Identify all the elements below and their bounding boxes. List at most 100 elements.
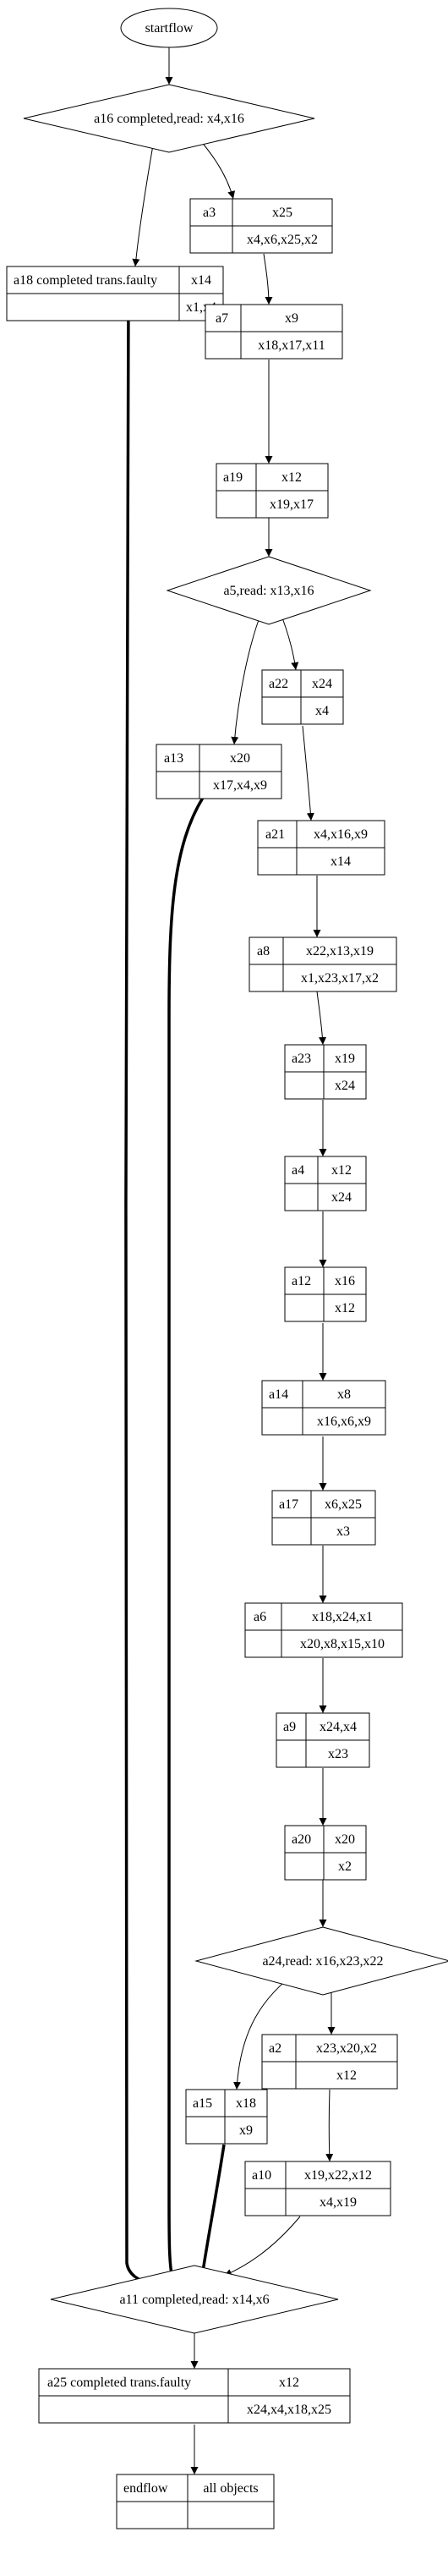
action-reads: x24 <box>335 1079 355 1093</box>
edge-a13-d4 <box>167 797 205 2283</box>
decision-diamond <box>194 1926 448 1996</box>
edge-a22-a21 <box>302 725 314 821</box>
decision-label: a16 completed,read: x4,x16 <box>94 112 244 126</box>
action-name: a12 <box>292 1274 311 1288</box>
action-name: a9 <box>283 1720 296 1734</box>
edge-d2-a13 <box>231 610 263 745</box>
action-reads: x16,x6,x9 <box>317 1414 371 1429</box>
action-writes: x18 <box>236 2096 256 2111</box>
action-name: a21 <box>265 827 285 842</box>
action-name: a25 completed trans.faulty <box>47 2376 191 2390</box>
start-node: startflow <box>120 8 218 48</box>
start-ellipse <box>120 8 218 48</box>
action-writes: x24 <box>312 677 332 691</box>
action-name: a8 <box>257 944 270 958</box>
action-reads: x2 <box>338 1859 352 1874</box>
action-a17: a17 x6,x25 x3 <box>271 1490 376 1546</box>
action-a9: a9 x24,x4 x23 <box>276 1712 370 1768</box>
end-label: endflow <box>123 2481 168 2496</box>
action-writes: x25 <box>272 206 292 220</box>
action-a3: a3 x25 x4,x6,x25,x2 <box>189 198 333 254</box>
action-writes: x14 <box>191 273 211 288</box>
edge-a15-d4 <box>198 2144 226 2283</box>
action-name: a7 <box>216 311 228 326</box>
action-reads: x23 <box>328 1747 348 1761</box>
action-a15: a15 x18 x9 <box>185 2089 268 2145</box>
action-writes: x24,x4 <box>320 1720 357 1734</box>
action-reads: x12 <box>335 1301 355 1315</box>
action-name: a13 <box>164 751 183 766</box>
decision-d3: a24,read: x16,x23,x22 <box>194 1926 448 1996</box>
action-a2: a2 x23,x20,x2 x12 <box>261 2034 398 2090</box>
action-reads: x17,x4,x9 <box>213 778 267 793</box>
decision-label: a24,read: x16,x23,x22 <box>262 1954 383 1969</box>
action-a22: a22 x24 x4 <box>261 669 344 725</box>
action-writes: x12 <box>281 470 302 485</box>
action-writes: x19,x22,x12 <box>304 2168 372 2183</box>
action-a23: a23 x19 x24 <box>284 1044 367 1100</box>
action-writes: x8 <box>337 1387 351 1402</box>
decision-label: a11 completed,read: x14,x6 <box>119 2293 269 2307</box>
action-a18: a18 completed trans.faulty x14 x1,x4 <box>6 266 224 321</box>
end-info: all objects <box>203 2481 258 2496</box>
edge-a2-a10 <box>325 2089 334 2162</box>
action-name: a18 completed trans.faulty <box>14 273 157 288</box>
action-a14: a14 x8 x16,x6,x9 <box>261 1380 386 1436</box>
start-label: startflow <box>145 21 194 36</box>
edge-d1-a18 <box>132 135 156 267</box>
edge-a18-d4 <box>123 291 153 2288</box>
action-name: a19 <box>223 470 243 485</box>
action-a10: a10 x19,x22,x12 x4,x19 <box>244 2161 391 2216</box>
action-writes: x19 <box>335 1052 355 1066</box>
edges <box>123 47 336 2474</box>
action-writes: x12 <box>331 1163 352 1178</box>
action-a21: a21 x4,x16,x9 x14 <box>257 820 385 876</box>
action-name: a22 <box>269 677 288 691</box>
action-reads: x19,x17 <box>270 497 314 512</box>
action-a19: a19 x12 x19,x17 <box>216 463 329 519</box>
edge-a8-a23 <box>316 991 327 1046</box>
edge-a10-d4 <box>223 2216 301 2277</box>
action-a8: a8 x22,x13,x19 x1,x23,x17,x2 <box>249 936 397 992</box>
action-name: a20 <box>292 1832 311 1847</box>
decision-diamond <box>166 556 372 625</box>
action-reads: x12 <box>336 2068 357 2083</box>
end-node: endflow all objects <box>116 2474 275 2529</box>
edge-a3-a7 <box>263 253 273 305</box>
decision-d2: a5,read: x13,x16 <box>166 556 372 625</box>
action-writes: x20 <box>335 1832 355 1847</box>
action-name: a10 <box>252 2168 271 2183</box>
action-a6: a6 x18,x24,x1 x20,x8,x15,x10 <box>244 1602 403 1658</box>
action-a12: a12 x16 x12 <box>284 1266 367 1322</box>
decision-diamond <box>50 2265 339 2334</box>
action-reads: x4,x6,x25,x2 <box>247 233 318 247</box>
action-reads: x3 <box>336 1524 350 1539</box>
action-a25: a25 completed trans.faulty x12 x24,x4,x1… <box>38 2368 351 2424</box>
action-writes: x9 <box>285 311 298 326</box>
action-reads: x24,x4,x18,x25 <box>247 2403 331 2417</box>
action-writes: x16 <box>335 1274 355 1288</box>
action-name: a15 <box>193 2096 212 2111</box>
action-name: a14 <box>269 1387 288 1402</box>
action-reads: x4,x19 <box>320 2195 357 2210</box>
action-name: a23 <box>292 1052 311 1066</box>
action-name: a2 <box>269 2041 281 2056</box>
action-writes: x6,x25 <box>325 1497 362 1512</box>
action-name: a4 <box>292 1163 304 1178</box>
action-writes: x20 <box>230 751 250 766</box>
action-a13: a13 x20 x17,x4,x9 <box>156 744 282 799</box>
decision-diamond <box>23 84 315 153</box>
decision-label: a5,read: x13,x16 <box>223 584 314 598</box>
action-name: a6 <box>254 1610 266 1624</box>
action-reads: x18,x17,x11 <box>258 338 325 353</box>
action-name: a3 <box>203 206 216 220</box>
action-reads: x20,x8,x15,x10 <box>300 1637 385 1651</box>
action-writes: x4,x16,x9 <box>314 827 368 842</box>
decision-d1: a16 completed,read: x4,x16 <box>23 84 315 153</box>
action-a7: a7 x9 x18,x17,x11 <box>205 304 343 360</box>
action-writes: x22,x13,x19 <box>306 944 374 958</box>
action-reads: x14 <box>331 854 351 869</box>
action-a4: a4 x12 x24 <box>284 1156 367 1211</box>
action-reads: x4 <box>315 704 329 718</box>
